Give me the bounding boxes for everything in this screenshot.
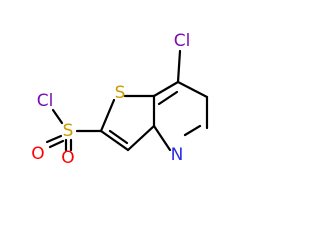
bond-c2-c3 — [99, 129, 130, 152]
bonds — [45, 49, 209, 152]
bond-c5-n4-double — [183, 124, 202, 137]
bond-c7a-c7 — [152, 80, 180, 98]
atom-nitrogen-ring: N — [171, 145, 184, 165]
atom-oxygen-lower: O — [61, 148, 74, 168]
atom-labels: Cl S Cl S O O N — [31, 31, 190, 168]
bond-c3-c3a — [126, 124, 156, 152]
bond-c2-c3-double-inner — [108, 129, 129, 145]
atom-oxygen-upper: O — [31, 144, 44, 164]
bond-n4-c3a — [152, 124, 172, 152]
bond-so2-o-upper-a — [45, 134, 63, 144]
atom-sulfur-sulfonyl: S — [63, 121, 74, 141]
atom-chlorine-top: Cl — [174, 31, 191, 51]
bond-so2-cl — [51, 108, 64, 125]
bond-c7-cl — [176, 49, 182, 84]
atom-sulfur-ring: S — [115, 83, 126, 103]
bond-so2-o-upper-b — [48, 139, 65, 149]
chemical-structure-diagram: Cl S Cl S O O N — [31, 31, 209, 168]
atom-chlorine-left: Cl — [37, 91, 54, 111]
bond-s-c2 — [99, 98, 116, 133]
bond-c7-c6 — [176, 80, 209, 99]
bond-c7a-c7-double-inner — [157, 90, 179, 106]
